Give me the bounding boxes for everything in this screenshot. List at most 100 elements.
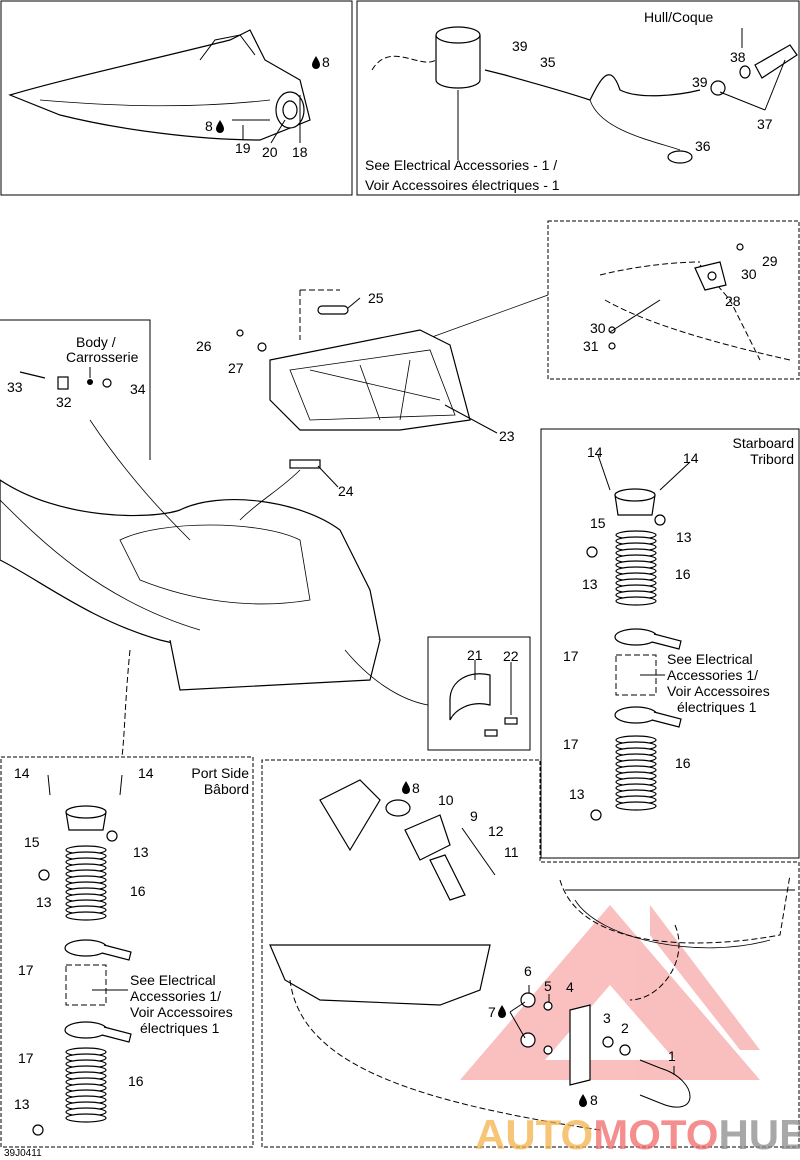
callout-label: 23: [499, 428, 515, 444]
starboard-panel-frame: [540, 428, 800, 859]
callout-label: Accessories 1/: [130, 988, 221, 1004]
callout-label: 13: [36, 894, 52, 910]
callout-label: 13: [582, 576, 598, 592]
callout-label: 18: [292, 144, 308, 160]
callout-label: 2: [621, 1020, 629, 1036]
callout-label: 38: [730, 49, 746, 65]
port-vent-drawing: [32, 774, 132, 1136]
callout-label: 16: [130, 883, 146, 899]
callout-label: 39: [512, 38, 528, 54]
callout-label: 16: [128, 1073, 144, 1089]
callout-label: 32: [56, 394, 72, 410]
callout-label: 1: [668, 1048, 676, 1064]
callout-label: Accessories 1/: [667, 667, 758, 683]
callout-label: 17: [563, 736, 579, 752]
callout-label: 25: [368, 290, 384, 306]
callout-label: 22: [503, 648, 519, 664]
body-callouts: Body / Carrosserie 33 32 34: [7, 334, 146, 410]
callout-label: 33: [7, 379, 23, 395]
callout-label: Carrosserie: [66, 349, 139, 365]
callout-label: 8: [590, 1092, 598, 1108]
starboard-callouts: Starboard Tribord 14 14 15 13 13 16 17 1…: [563, 435, 794, 802]
callout-label: 13: [676, 529, 692, 545]
detail-drawing: [599, 243, 791, 361]
stern-panel-frame: [261, 759, 800, 1148]
callout-label: 30: [741, 266, 757, 282]
callout-label: 34: [130, 381, 146, 397]
callout-label: 21: [467, 647, 483, 663]
center-callouts: 25 26 27 23 24: [196, 290, 515, 499]
callout-label: 13: [133, 844, 149, 860]
starboard-title: Starboard: [733, 435, 794, 451]
port-title: Port Side: [191, 765, 249, 781]
callout-label: 27: [228, 360, 244, 376]
callout-label: 36: [695, 138, 711, 154]
bracket-callouts: 21 22: [467, 647, 519, 664]
detail-panel-frame: [547, 220, 800, 380]
callout-label: 31: [583, 338, 599, 354]
callout-label: 12: [488, 823, 504, 839]
bow-hull-drawing: [8, 29, 311, 141]
diagram-code: 39J0411: [4, 1148, 42, 1159]
body-title: Body /: [76, 334, 116, 350]
callout-label: 17: [563, 648, 579, 664]
callout-label: 19: [235, 140, 251, 156]
starboard-vent-drawing: [586, 454, 691, 821]
callout-label: 15: [590, 515, 606, 531]
stern-callouts: 8 10 9 12 11 6 5 4 7 3 2 1 8: [402, 780, 676, 1108]
body-panel-frame: [0, 319, 151, 460]
callout-label: Voir Accessoires: [667, 683, 770, 699]
callout-label: 35: [540, 54, 556, 70]
callout-label: 26: [196, 338, 212, 354]
callout-label: électriques 1: [140, 1020, 220, 1036]
callout-label: 14: [14, 765, 30, 781]
callout-label: 5: [544, 978, 552, 994]
hull-note-line1: See Electrical Accessories - 1 /: [365, 157, 557, 173]
callout-label: 13: [569, 786, 585, 802]
hull-note-line2: Voir Accessoires électriques - 1: [365, 177, 560, 193]
callout-label: 9: [470, 808, 478, 824]
callout-label: 37: [757, 116, 773, 132]
callout-label: 4: [566, 979, 574, 995]
watermark-moto: MOTO: [593, 1111, 719, 1158]
callout-label: 17: [18, 962, 34, 978]
hull-title: Hull/Coque: [644, 9, 713, 25]
hull-callouts: Hull/Coque 39 35 38 39 37 36 See Electri…: [365, 9, 786, 193]
callout-label: 14: [587, 444, 603, 460]
watermark-auto: AUTO: [475, 1111, 594, 1158]
watercraft-body-drawing: [0, 419, 429, 758]
port-panel-frame: [0, 756, 254, 1148]
callout-label: 8: [322, 54, 330, 70]
boarding-platform-drawing: [236, 289, 471, 469]
callout-label: 14: [138, 765, 154, 781]
callout-label: 15: [24, 834, 40, 850]
callout-label: 29: [762, 253, 778, 269]
automotohub-watermark-logo: [460, 905, 760, 1080]
callout-label: Bâbord: [204, 781, 249, 797]
callout-label: 28: [725, 293, 741, 309]
callout-label: 3: [603, 1010, 611, 1026]
bow-callouts: 8 8 19 20 18: [205, 54, 330, 160]
detail-callouts: 29 30 28 30 31: [583, 253, 778, 354]
callout-label: 8: [205, 118, 213, 134]
callout-label: See Electrical: [667, 651, 753, 667]
callout-label: 16: [675, 755, 691, 771]
callout-label: 17: [18, 1050, 34, 1066]
callout-label: 13: [14, 1096, 30, 1112]
callout-label: Tribord: [750, 451, 794, 467]
watermark-hub: HUB: [718, 1111, 800, 1158]
callout-label: 30: [590, 320, 606, 336]
stern-drawing: [269, 779, 795, 1131]
callout-label: 11: [504, 844, 519, 860]
callout-label: 39: [692, 74, 708, 90]
bracket-drawing: [449, 660, 518, 737]
callout-label: 10: [438, 792, 454, 808]
callout-label: Voir Accessoires: [130, 1004, 233, 1020]
callout-label: 8: [412, 780, 420, 796]
callout-label: 20: [262, 144, 278, 160]
bilge-pump-hose-drawing: [371, 26, 798, 164]
bow-panel-frame: [0, 0, 353, 196]
port-callouts: Port Side Bâbord 14 14 15 13 13 16 17 17…: [14, 765, 249, 1112]
